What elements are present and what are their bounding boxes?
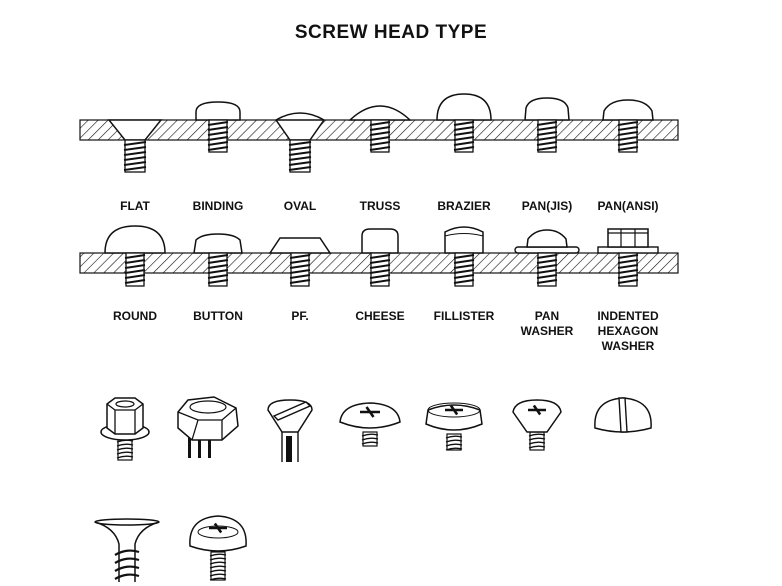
phillips-truss-head-screw-icon bbox=[339, 402, 401, 447]
label-truss: TRUSS bbox=[359, 199, 401, 213]
label-pan-washer: PAN WASHER bbox=[520, 309, 574, 338]
phillips-oval-head-screw-icon bbox=[512, 399, 562, 451]
label-indented-hexagon-washer: INDENTED HEXAGON WASHER bbox=[597, 309, 659, 353]
screw-icon-oval bbox=[274, 112, 326, 173]
hex-head-bolt-icon bbox=[177, 396, 239, 458]
phillips-round-head-screw-icon bbox=[189, 515, 247, 581]
screw-icon-cheese bbox=[361, 228, 399, 287]
screw-icon-truss bbox=[348, 105, 412, 153]
label-pan-jis: PAN(JIS) bbox=[521, 199, 573, 213]
slotted-oval-head-screw-icon bbox=[267, 399, 313, 462]
slotted-round-head-screw-icon bbox=[594, 397, 652, 433]
screw-icon-pan-ansi bbox=[602, 99, 654, 153]
label-button: BUTTON bbox=[193, 309, 243, 323]
label-oval: OVAL bbox=[283, 199, 317, 213]
label-binding: BINDING bbox=[192, 199, 244, 213]
screw-icon-flat bbox=[107, 119, 163, 173]
screw-icon-pan-jis bbox=[524, 97, 570, 153]
phillips-pan-head-screw-icon bbox=[425, 402, 483, 451]
flat-countersunk-screw-icon bbox=[94, 518, 160, 582]
screw-icon-round bbox=[104, 225, 166, 287]
label-brazier: BRAZIER bbox=[437, 199, 491, 213]
label-pf: PF. bbox=[291, 309, 309, 323]
screw-icon-binding bbox=[195, 101, 241, 153]
screw-icon-pan-washer bbox=[514, 229, 580, 287]
screw-icon-button bbox=[193, 233, 243, 287]
label-flat: FLAT bbox=[120, 199, 150, 213]
screw-icon-indented-hexagon-washer bbox=[597, 228, 659, 287]
page-title: SCREW HEAD TYPE bbox=[294, 22, 488, 43]
label-round: ROUND bbox=[113, 309, 157, 323]
screw-icon-fillister bbox=[444, 226, 484, 287]
screw-icon-brazier bbox=[436, 93, 492, 153]
label-pan-ansi: PAN(ANSI) bbox=[597, 199, 659, 213]
label-fillister: FILLISTER bbox=[433, 309, 495, 323]
screw-icon-pf bbox=[268, 237, 332, 287]
hex-washer-head-screw-icon bbox=[100, 397, 150, 461]
label-cheese: CHEESE bbox=[355, 309, 405, 323]
